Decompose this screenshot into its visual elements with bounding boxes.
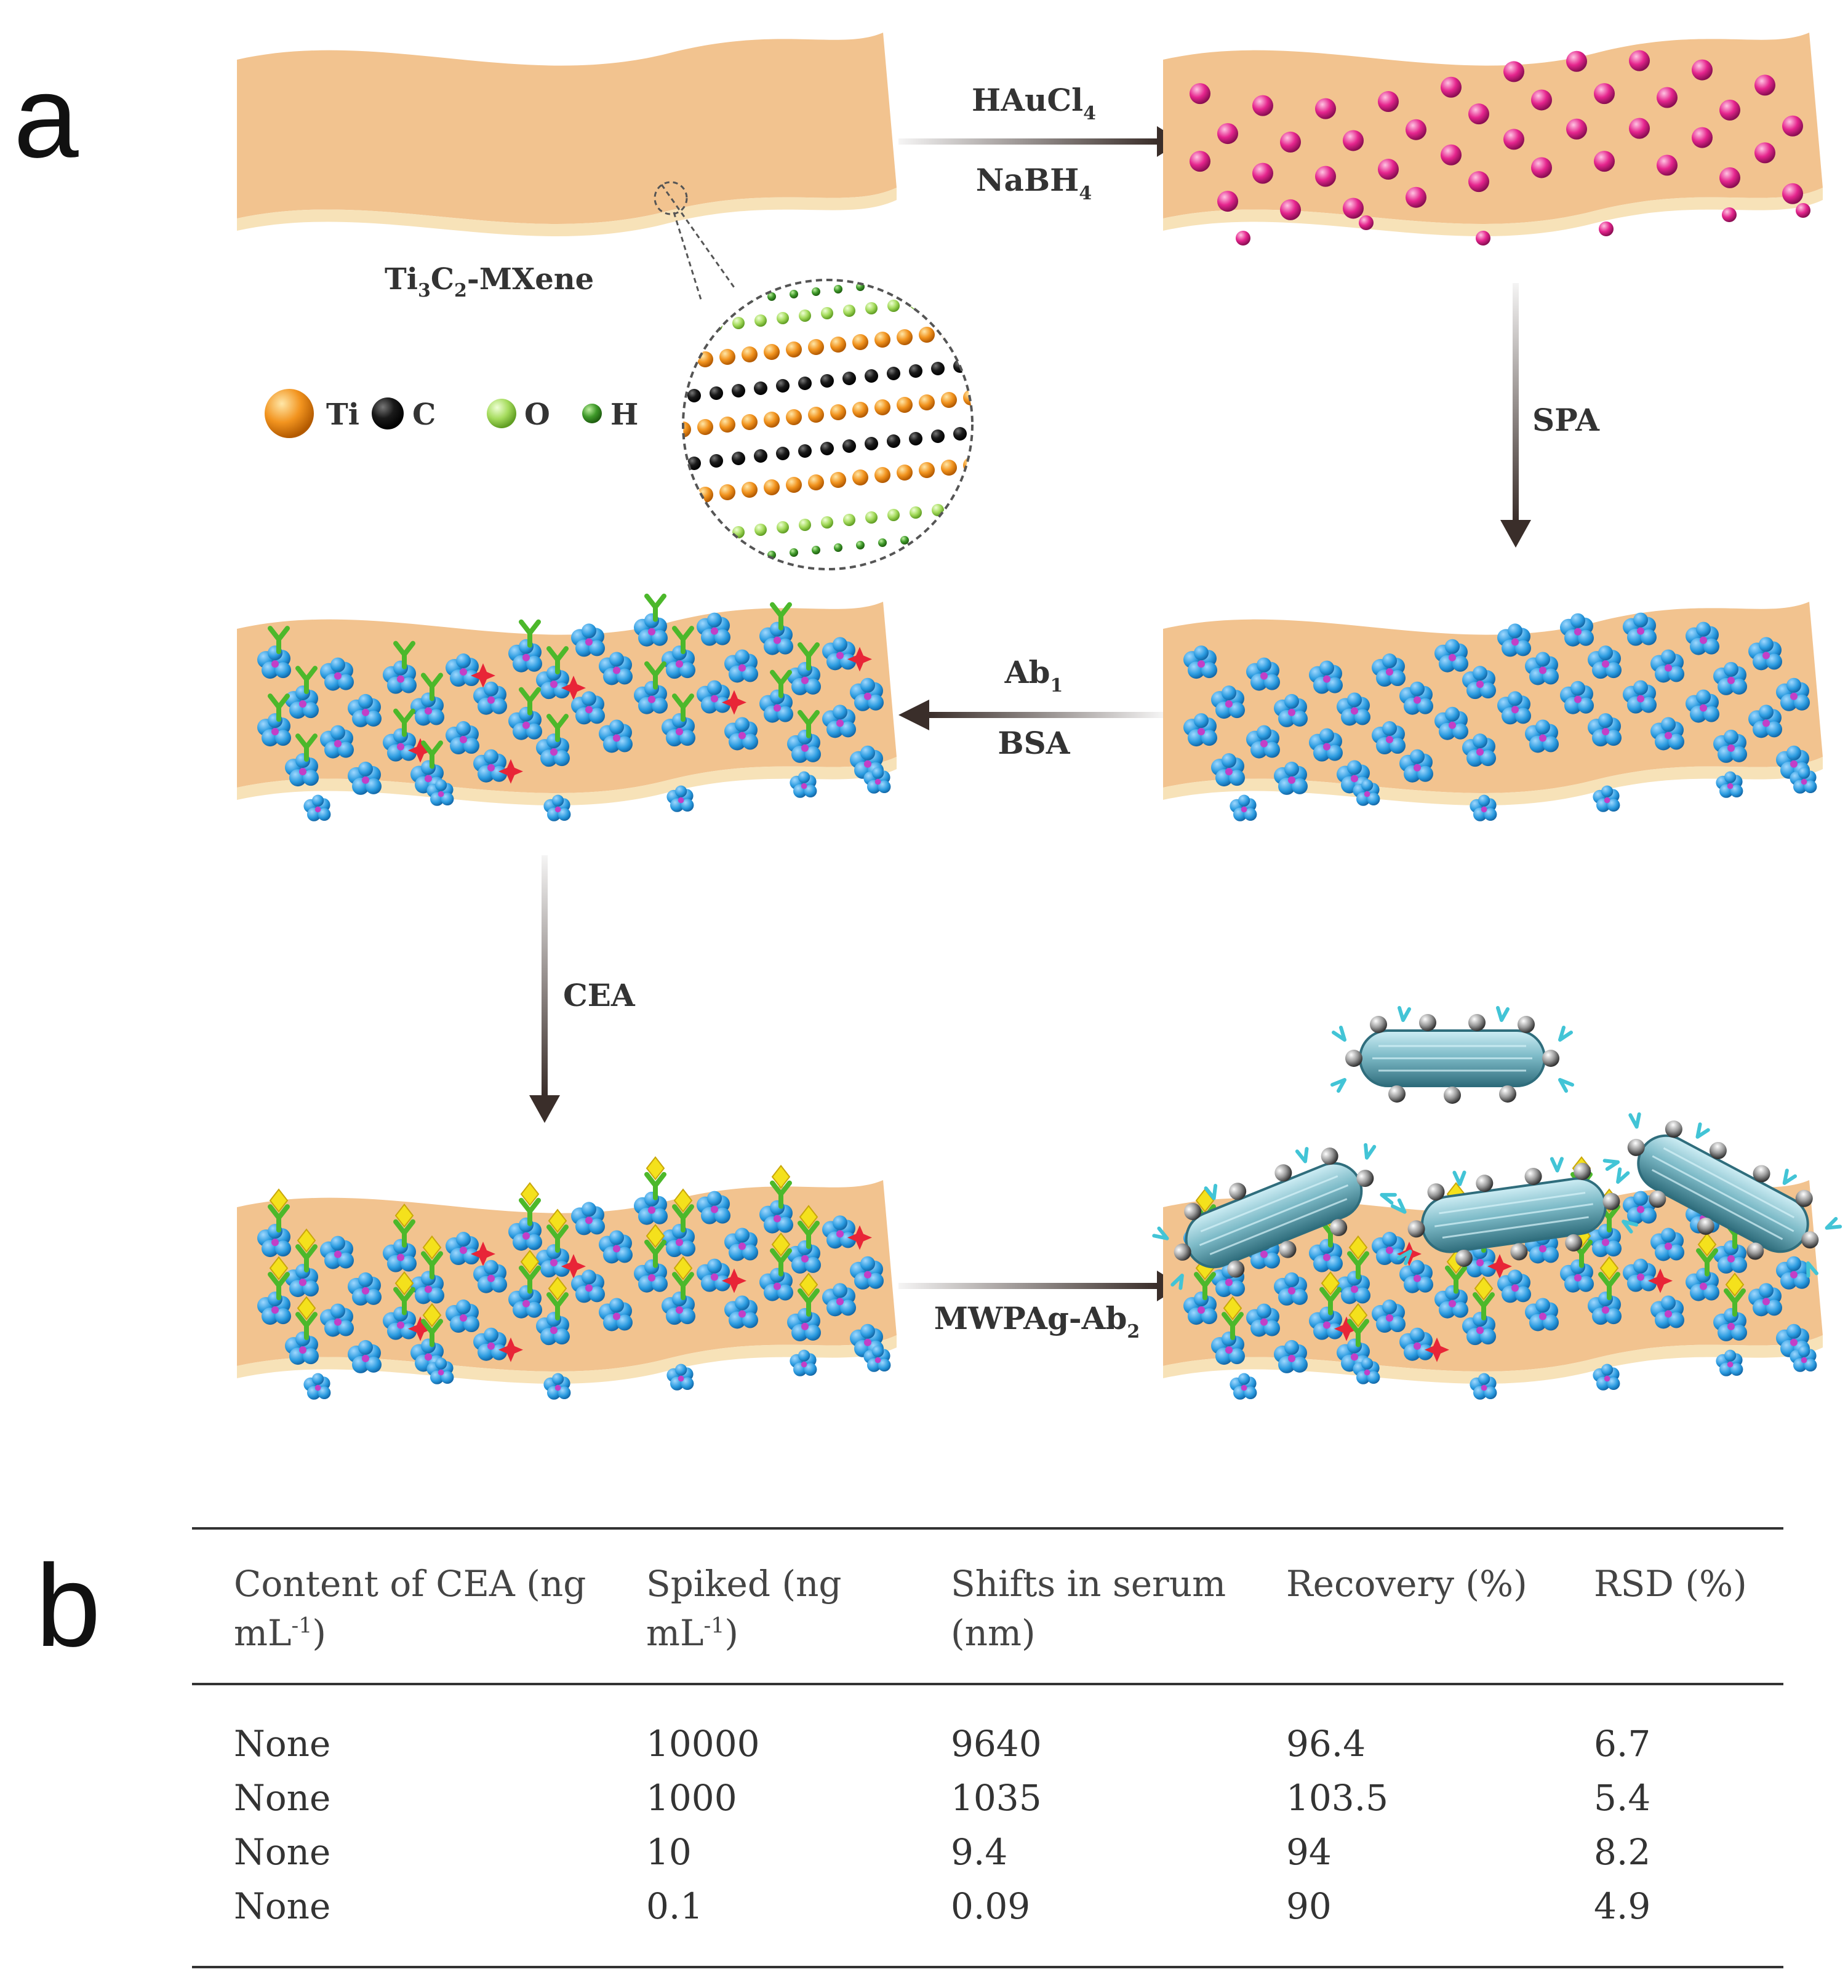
table-header-2-line2: (nm) — [951, 1615, 1036, 1651]
table-cell-r3-c3: 90 — [1286, 1885, 1332, 1927]
table-cell-r0-c3: 96.4 — [1286, 1723, 1366, 1765]
table-cell-r0-c4: 6.7 — [1594, 1723, 1651, 1765]
mxene-lattice-zoom — [682, 279, 974, 570]
table-header-1-line1: Spiked (ng — [646, 1563, 842, 1605]
table-header-3-line1: Recovery (%) — [1286, 1563, 1527, 1605]
mwpag-nanotube-free — [1332, 1008, 1572, 1104]
table-header-rule — [192, 1683, 1783, 1685]
step3-reagent-top: Ab1 — [1004, 654, 1063, 697]
mxene-label: Ti3C2-MXene — [385, 262, 594, 301]
table-header-unit: (nm) — [951, 1612, 1036, 1654]
legend-c-icon — [372, 397, 404, 429]
table-cell-r0-c0: None — [234, 1723, 331, 1765]
mxene-sheet — [237, 33, 897, 237]
table-cell-r2-c4: 8.2 — [1594, 1831, 1651, 1873]
legend-o-icon — [487, 399, 516, 428]
element-legend: Ti C O H — [265, 389, 638, 438]
table-header-superscript: -1 — [291, 1613, 313, 1639]
table-bottom-rule — [192, 1966, 1783, 1968]
legend-h-icon — [582, 404, 602, 423]
legend-o-label: O — [524, 397, 550, 432]
table-cell-r0-c1: 10000 — [646, 1723, 760, 1765]
table-header-2-line1: Shifts in serum — [951, 1563, 1226, 1605]
zoom-lines — [660, 184, 737, 302]
table-cell-r2-c1: 10 — [646, 1831, 692, 1873]
panel-b-letter: b — [36, 1541, 101, 1671]
step4-reagent: CEA — [563, 977, 636, 1013]
table-cell-r1-c0: None — [234, 1777, 331, 1819]
step1-reagent-bottom: NaBH4 — [976, 162, 1092, 204]
table-cell-r3-c4: 4.9 — [1594, 1885, 1651, 1927]
scheme-diagram: Ti3C2-MXene Ti C O H HAuCl4 NaBH4 SPA — [237, 33, 1848, 1400]
table-cell-r3-c2: 0.09 — [951, 1885, 1031, 1927]
table-cell-r0-c2: 9640 — [951, 1723, 1042, 1765]
ab1-bsa-sheet — [237, 596, 897, 821]
table-cell-r1-c3: 103.5 — [1286, 1777, 1389, 1819]
table-header-0-line2: mL-1) — [234, 1615, 326, 1651]
table-cell-r2-c3: 94 — [1286, 1831, 1332, 1873]
table-cell-r3-c0: None — [234, 1885, 331, 1927]
legend-ti-label: Ti — [326, 397, 359, 432]
spa-sheet — [1163, 602, 1823, 821]
table-header-superscript: -1 — [703, 1613, 725, 1639]
table-top-rule — [192, 1527, 1783, 1530]
table-header-unit: mL — [646, 1612, 704, 1654]
arrow-step3 — [898, 700, 1163, 730]
legend-h-label: H — [610, 397, 638, 432]
table-cell-r2-c0: None — [234, 1831, 331, 1873]
table-header-paren: ) — [724, 1612, 739, 1654]
arrow-step1 — [898, 126, 1182, 157]
panel-a-letter: a — [14, 52, 79, 182]
table-header-paren: ) — [312, 1612, 327, 1654]
table-cell-r2-c2: 9.4 — [951, 1831, 1008, 1873]
table-header-0-line1: Content of CEA (ng — [234, 1563, 586, 1605]
step1-reagent-top: HAuCl4 — [972, 82, 1096, 124]
step2-reagent: SPA — [1532, 402, 1600, 438]
step3-reagent-bottom: BSA — [998, 725, 1070, 761]
arrow-step2 — [1500, 283, 1531, 548]
arrow-step5 — [898, 1271, 1182, 1301]
cea-sheet — [237, 1156, 897, 1400]
step5-reagent: MWPAg-Ab2 — [934, 1300, 1140, 1343]
table-header-unit: mL — [234, 1612, 292, 1654]
table-cell-r3-c1: 0.1 — [646, 1885, 703, 1927]
table-header-4-line1: RSD (%) — [1594, 1563, 1747, 1605]
au-mxene-sheet — [1163, 33, 1823, 246]
table-header-1-line2: mL-1) — [646, 1615, 738, 1651]
table-cell-r1-c1: 1000 — [646, 1777, 737, 1819]
table-cell-r1-c4: 5.4 — [1594, 1777, 1651, 1819]
zoom-origin — [654, 181, 688, 215]
legend-ti-icon — [265, 389, 314, 438]
legend-c-label: C — [412, 397, 436, 432]
table-cell-r1-c2: 1035 — [951, 1777, 1042, 1819]
arrow-step4 — [529, 855, 560, 1123]
